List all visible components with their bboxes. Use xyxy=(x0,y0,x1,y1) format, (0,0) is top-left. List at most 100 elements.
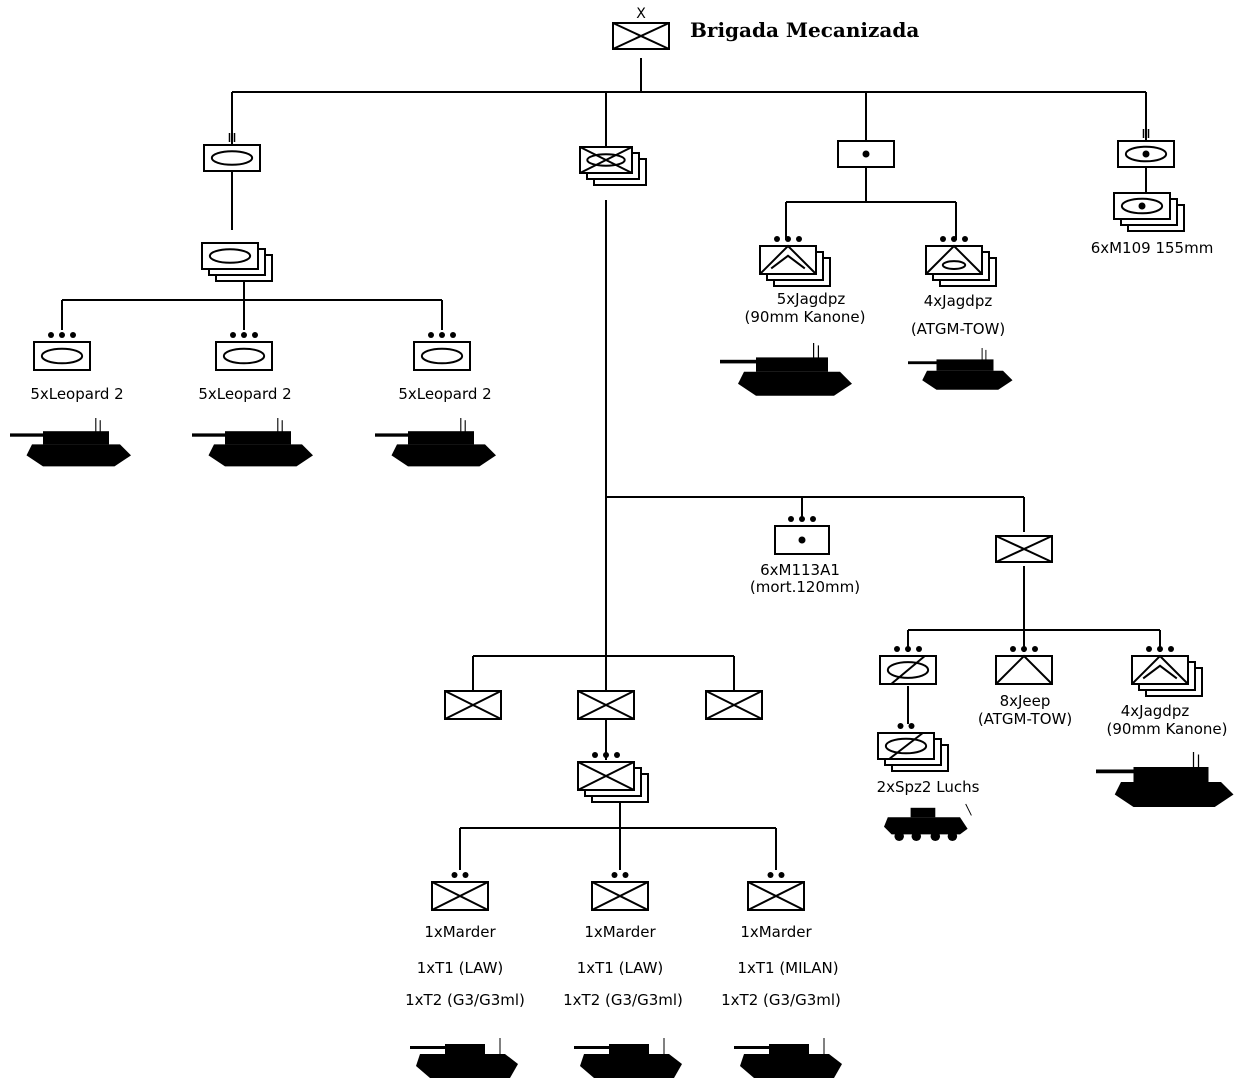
recon-label: (ATGM-TOW) xyxy=(977,710,1073,728)
recon-atgm-platoon-symbol xyxy=(995,655,1053,685)
infantry-cross xyxy=(577,690,635,720)
infantry-cross xyxy=(705,690,763,720)
platoon-vehicle-label: 1xMarder xyxy=(424,923,496,941)
tank-company-symbol xyxy=(413,341,471,371)
echelon-dot xyxy=(611,872,618,878)
infantry-cross xyxy=(579,146,633,174)
connector-line xyxy=(770,254,806,270)
connector-line xyxy=(1142,664,1178,680)
echelon-dot xyxy=(1168,646,1174,652)
tank-battalion-symbol xyxy=(203,144,261,172)
platoon-team2-label: 1xT2 (G3/G3ml) xyxy=(405,991,525,1009)
chart-title: Brigada Mecanizada xyxy=(690,18,920,42)
armor-symbol xyxy=(941,260,967,270)
echelon-dot xyxy=(622,872,629,878)
echelon-dot xyxy=(799,516,805,522)
echelon-dot xyxy=(767,872,774,878)
ifv-icon xyxy=(734,1038,842,1078)
artillery-dot xyxy=(1138,202,1146,210)
armor-symbol xyxy=(886,661,930,679)
echelon-dot xyxy=(462,872,469,878)
echelon-dot xyxy=(1021,646,1027,652)
echelon-dot xyxy=(428,332,434,338)
echelon-dot xyxy=(1146,646,1152,652)
infantry-cross xyxy=(747,881,805,911)
armor-symbol xyxy=(222,347,266,365)
armor-symbol xyxy=(420,347,464,365)
echelon-dot xyxy=(70,332,76,338)
recon-label: 4xJagdpz xyxy=(1120,702,1190,720)
ifv-icon xyxy=(410,1038,518,1078)
infantry-cross xyxy=(591,881,649,911)
echelon-dot xyxy=(1010,646,1016,652)
echelon-dot xyxy=(59,332,65,338)
connector-line xyxy=(995,654,1053,685)
tank-icon xyxy=(720,343,852,396)
echelon-dot xyxy=(592,752,598,758)
infantry-cross xyxy=(444,690,502,720)
echelon-dot xyxy=(252,332,258,338)
echelon-dot xyxy=(778,872,785,878)
tank-icon xyxy=(1096,752,1234,807)
tank-icon xyxy=(908,348,1013,390)
echelon-dot xyxy=(1157,646,1163,652)
recon-label: 2xSpz2 Luchs xyxy=(876,778,980,796)
mortar-label: (mort.120mm) xyxy=(749,578,861,596)
infantry-cross xyxy=(431,881,489,911)
antitank-company-gun-symbol xyxy=(759,245,817,275)
artillery-dot xyxy=(798,536,806,544)
antitank-label: 4xJagdpz xyxy=(923,292,993,310)
antitank-label: 5xJagdpz xyxy=(776,290,846,308)
platoon-vehicle-label: 1xMarder xyxy=(740,923,812,941)
echelon-dot xyxy=(894,646,900,652)
tank-icon xyxy=(10,418,131,467)
recon-label: 8xJeep xyxy=(999,692,1051,710)
platoon-vehicle-label: 1xMarder xyxy=(584,923,656,941)
armor-symbol xyxy=(586,153,626,167)
echelon-dot xyxy=(785,236,791,242)
echelon-dot xyxy=(916,646,922,652)
armor-symbol xyxy=(884,737,928,755)
recon-antitank-platoon-symbol xyxy=(1131,655,1189,685)
armor-symbol xyxy=(1124,145,1168,163)
mortar-label: 6xM113A1 xyxy=(760,561,840,579)
connector-line xyxy=(759,244,817,275)
tank-icon xyxy=(192,418,313,467)
tank-icon xyxy=(375,418,496,467)
echelon-dot xyxy=(962,236,968,242)
echelon-dot xyxy=(908,723,915,729)
echelon-dot xyxy=(905,646,911,652)
echelon-dot xyxy=(788,516,794,522)
platoon-team1-label: 1xT1 (LAW) xyxy=(576,959,664,977)
armor-symbol xyxy=(1120,197,1164,215)
tank-company-label: 5xLeopard 2 xyxy=(398,385,492,403)
armor-symbol xyxy=(208,248,252,264)
echelon-dot xyxy=(451,872,458,878)
echelon-dot xyxy=(614,752,620,758)
echelon-dot xyxy=(450,332,456,338)
echelon-dot xyxy=(897,723,904,729)
echelon-dot xyxy=(603,752,609,758)
recon-slash xyxy=(888,732,924,760)
echelon-dot xyxy=(230,332,236,338)
echelon-dot xyxy=(241,332,247,338)
platoon-team2-label: 1xT2 (G3/G3ml) xyxy=(721,991,841,1009)
platoon-team2-label: 1xT2 (G3/G3ml) xyxy=(563,991,683,1009)
infantry-cross xyxy=(612,22,670,50)
echelon-dot xyxy=(796,236,802,242)
antitank-label: (ATGM-TOW) xyxy=(910,320,1006,338)
tank-company-label: 5xLeopard 2 xyxy=(30,385,124,403)
echelon-dot xyxy=(774,236,780,242)
echelon-dot xyxy=(940,236,946,242)
armor-symbol xyxy=(210,150,254,166)
echelon-dot xyxy=(48,332,54,338)
platoon-team1-label: 1xT1 (MILAN) xyxy=(737,959,839,977)
armor-symbol xyxy=(40,347,84,365)
connector-line xyxy=(925,244,983,275)
artillery-dot xyxy=(862,150,870,158)
recon-slash xyxy=(890,655,926,685)
echelon-dot xyxy=(1032,646,1038,652)
infantry-cross xyxy=(577,761,635,791)
artillery-dot xyxy=(1142,150,1150,158)
